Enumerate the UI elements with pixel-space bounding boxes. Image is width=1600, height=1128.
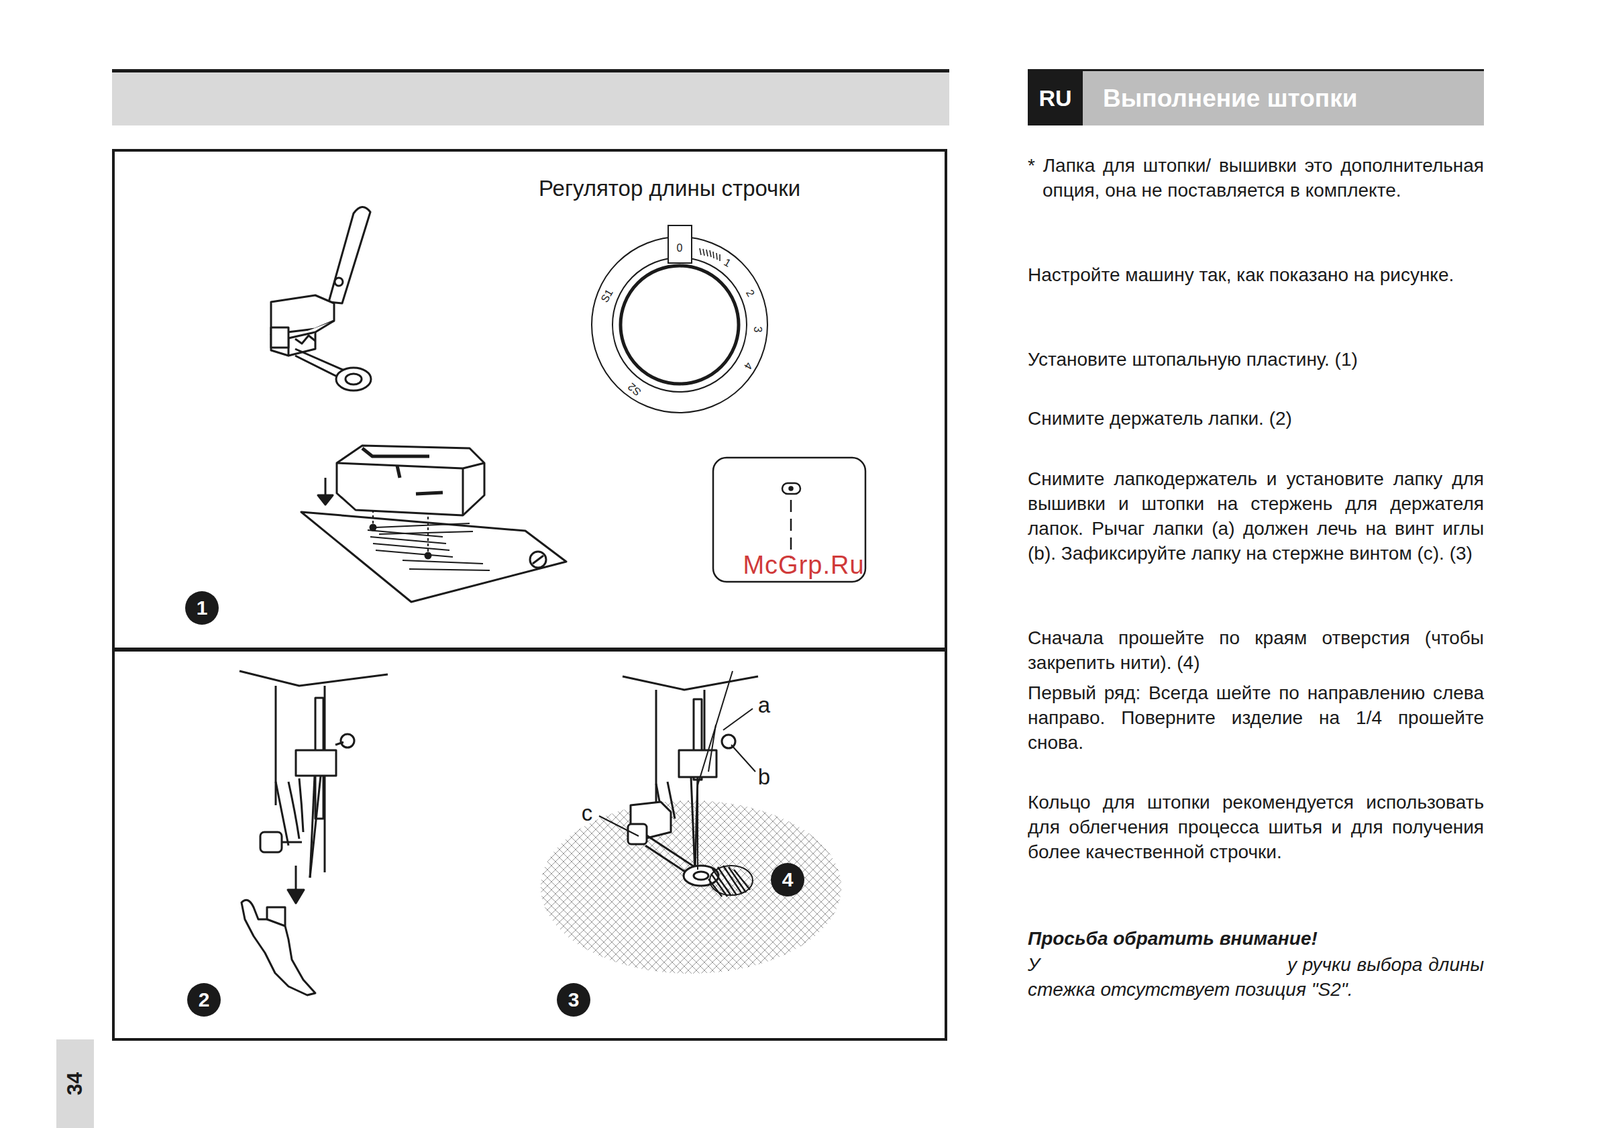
attention-heading: Просьба обратить внимание!	[1027, 925, 1484, 951]
attention-text: У	[1027, 951, 1040, 977]
header-bars	[112, 69, 1484, 126]
attention-text: у ручки выбора длины стежка отсутствует …	[1027, 951, 1484, 1002]
part-letter: a	[758, 692, 771, 718]
callout-number: 3	[556, 982, 591, 1017]
node-text: Выполнение штопки	[1102, 84, 1358, 113]
darning-foot	[271, 206, 371, 391]
dial-number: 1	[721, 256, 734, 270]
instruction-text: Сначала прошейте по краям отверстия (что…	[1027, 625, 1484, 675]
dial-number: 0	[676, 242, 683, 255]
darning-setup	[540, 670, 842, 974]
dial-number: S2	[625, 380, 645, 398]
darning-plate	[301, 445, 567, 602]
dial-number: 2	[743, 287, 757, 300]
node-text: Регулятор длины строчки	[538, 175, 801, 202]
node-text: 3	[568, 988, 580, 1011]
instruction-text: Снимите держатель лапки. (2)	[1027, 405, 1484, 431]
needle-plate-indicator	[713, 457, 866, 582]
stitch-length-dial	[591, 225, 768, 413]
node-text: 34	[63, 1072, 88, 1095]
part-letter: c	[581, 800, 594, 826]
instruction-text: Установите штопальную пластину. (1)	[1027, 346, 1484, 372]
note-text: * Лапка для штопки/ вышивки это дополнит…	[1027, 152, 1484, 203]
instruction-text: Первый ряд: Всегда шейте по направлению …	[1027, 680, 1484, 755]
node-text: 1	[196, 596, 208, 620]
node-text: 2	[198, 988, 210, 1011]
dial-number: 3	[751, 326, 764, 333]
page-number-band: 34	[56, 1039, 94, 1128]
node-text: RU	[1038, 85, 1072, 112]
part-letter: b	[758, 764, 771, 790]
callout-number: 2	[187, 982, 221, 1017]
node-text: 4	[782, 868, 794, 891]
callout-number: 1	[185, 591, 219, 625]
remove-foot-holder	[239, 670, 388, 995]
instruction-text: Настройте машину так, как показано на ри…	[1027, 262, 1484, 288]
instruction-text: Кольцо для штопки рекомендуется использо…	[1027, 789, 1484, 865]
title-band: Выполнение штопки	[1082, 71, 1484, 126]
instruction-text: Снимите лапкодержатель и установите лапк…	[1027, 466, 1484, 566]
language-tab: RU	[1027, 71, 1083, 126]
dial-number: S1	[598, 287, 616, 305]
dial-number: 4	[741, 360, 755, 372]
leader-lines	[599, 708, 756, 836]
callout-number: 4	[770, 862, 805, 897]
watermark: McGrp.Ru	[742, 550, 865, 580]
bottom-panel-frame	[113, 648, 946, 1040]
